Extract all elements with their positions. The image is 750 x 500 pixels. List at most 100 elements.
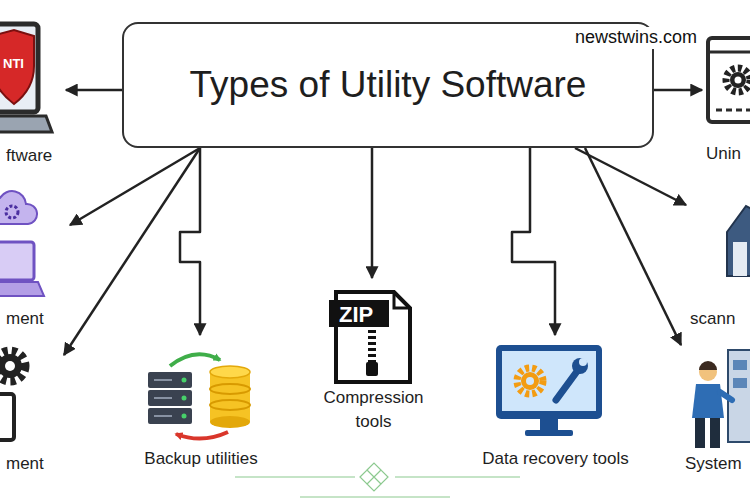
machine-screen (733, 360, 747, 370)
window (708, 38, 750, 122)
title-box: Types of Utility Software (122, 22, 654, 148)
scanner-icon (727, 206, 750, 276)
utility-type-item: Unin (702, 30, 748, 170)
utility-type-item: scann (686, 190, 748, 335)
gear-hole (5, 361, 15, 371)
server-unit (148, 372, 192, 388)
person-hair (699, 361, 717, 370)
gear-body (521, 372, 539, 390)
server-light (182, 414, 187, 419)
utility-type-item: ftware (2, 14, 66, 172)
house (727, 206, 750, 276)
laptop-base (0, 116, 52, 132)
database-band (210, 400, 250, 410)
server-light (182, 396, 187, 401)
connector-arrow (70, 148, 200, 225)
person-shirt (692, 384, 724, 418)
utility-type-item: ment (2, 340, 64, 480)
person-arm (720, 392, 732, 400)
wrench-head (572, 358, 588, 374)
laptop-screen (0, 242, 34, 280)
zip-file-icon (329, 292, 410, 382)
server-light (182, 378, 187, 383)
zip-band (329, 300, 389, 327)
utility-type-item: ment (2, 175, 70, 335)
cloud-gear (6, 206, 18, 218)
connector-arrow (371, 148, 374, 278)
connector-arrow (66, 89, 122, 92)
phone (0, 394, 14, 440)
utility-type-item: Backup utilities (135, 335, 267, 475)
item-caption: ftware (6, 144, 62, 168)
footer-ornament (235, 463, 520, 497)
database-body (210, 372, 250, 422)
gear-teeth (517, 368, 543, 394)
laptop-base (0, 282, 44, 296)
connector-arrow (180, 148, 200, 335)
item-caption: Unin (706, 142, 744, 166)
wrench-jaw (579, 358, 587, 366)
gear-phone-icon (0, 351, 25, 440)
server-unit (148, 390, 192, 406)
monitor (496, 345, 602, 419)
monitor-foot (525, 430, 573, 436)
cloud-laptop-icon (0, 191, 44, 296)
connector-arrow (585, 148, 681, 345)
gear-hole (526, 377, 534, 385)
item-caption: Data recovery tools (476, 447, 635, 471)
gear-body (730, 72, 746, 88)
gear-body (0, 354, 22, 378)
gear-teeth (0, 351, 25, 381)
item-caption: Backup utilities (139, 447, 263, 471)
ornament-line (235, 476, 355, 477)
backup-icon (148, 354, 250, 438)
data-recovery-icon (496, 345, 602, 436)
ornament-line (395, 476, 520, 477)
item-caption: scann (690, 307, 744, 331)
system-maintenance-icon (692, 350, 750, 448)
backup-arrow (170, 354, 220, 366)
zipper (368, 330, 376, 362)
gear-hole (735, 77, 742, 84)
utility-type-item: Compression tools (315, 278, 432, 438)
server-slot (154, 397, 172, 399)
dashes (716, 109, 750, 112)
utility-type-item: Data recovery tools (472, 335, 639, 475)
shield-text: NTI (1, 56, 26, 72)
window-bar (708, 51, 750, 54)
antivirus-laptop-icon (0, 24, 52, 132)
zipper-pull (366, 362, 378, 376)
connector-arrow (512, 148, 555, 335)
uninstaller-icon (708, 38, 750, 122)
ornament-diamonds (360, 463, 388, 491)
item-caption: Compression tools (319, 386, 428, 434)
wrench-handle (556, 370, 578, 400)
server-unit (148, 408, 192, 424)
door (733, 242, 747, 276)
screen (502, 351, 596, 411)
ornament-line (300, 497, 450, 498)
monitor-neck (540, 419, 558, 430)
utility-type-item: System (681, 338, 748, 480)
item-caption: ment (6, 307, 66, 331)
title-text: Types of Utility Software (138, 64, 638, 107)
database-band (210, 384, 250, 394)
shield (0, 30, 34, 104)
server-slot (154, 415, 172, 417)
database-top (210, 366, 250, 378)
connector-arrow (64, 148, 200, 355)
server-slot (154, 379, 172, 381)
laptop-screen (0, 24, 38, 112)
cloud (0, 191, 37, 224)
connector-arrow (575, 148, 686, 205)
restore-arrow (176, 432, 228, 439)
document-fold (394, 292, 410, 308)
connector-arrow (654, 89, 702, 92)
zip-badge-text: ZIP (337, 302, 375, 328)
person-leg (695, 418, 705, 448)
database-bottom (210, 416, 250, 428)
machine-screen (733, 378, 747, 388)
gear-teeth (726, 68, 750, 92)
